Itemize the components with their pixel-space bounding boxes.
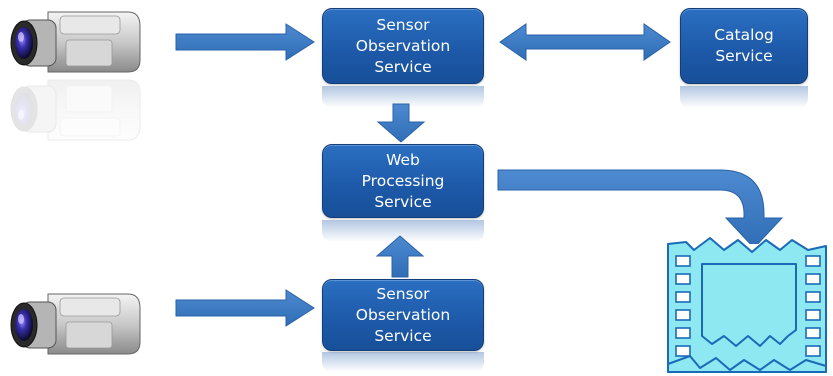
arrow-wps-to-film — [497, 169, 784, 249]
sensor-observation-service-top-box: Sensor Observation Service — [322, 8, 484, 84]
arrow-camera-to-sos-top — [175, 23, 315, 61]
box-label-line: Observation — [355, 36, 451, 55]
film-strip-icon — [667, 237, 827, 373]
box-label-line: Service — [374, 57, 432, 76]
arrow-camera-to-sos-bottom — [175, 289, 315, 327]
arrow-sos-top-to-wps — [376, 103, 426, 143]
web-processing-service-box: Web Processing Service — [322, 144, 484, 218]
sos-bottom-reflection — [322, 352, 484, 372]
box-label-line: Sensor — [376, 15, 430, 34]
box-label-line: Observation — [355, 305, 451, 324]
arrow-sos-bottom-to-wps — [375, 235, 425, 278]
box-label-line: Service — [715, 47, 773, 65]
box-label-line: Processing — [361, 171, 445, 190]
box-label-line: Web — [386, 150, 420, 169]
catalog-reflection — [680, 86, 808, 108]
catalog-service-box: Catalog Service — [680, 8, 808, 84]
camera-bottom-icon — [10, 293, 141, 355]
arrow-sos-catalog-bidirectional — [499, 23, 671, 61]
box-label-line: Service — [374, 326, 432, 345]
camera-top-icon — [10, 11, 141, 141]
sos-top-reflection — [322, 86, 484, 108]
sensor-observation-service-bottom-box: Sensor Observation Service — [322, 279, 484, 351]
wps-reflection — [322, 220, 484, 242]
box-label-line: Sensor — [376, 284, 430, 303]
box-label-line: Service — [374, 192, 432, 211]
box-label-line: Catalog — [714, 26, 774, 44]
